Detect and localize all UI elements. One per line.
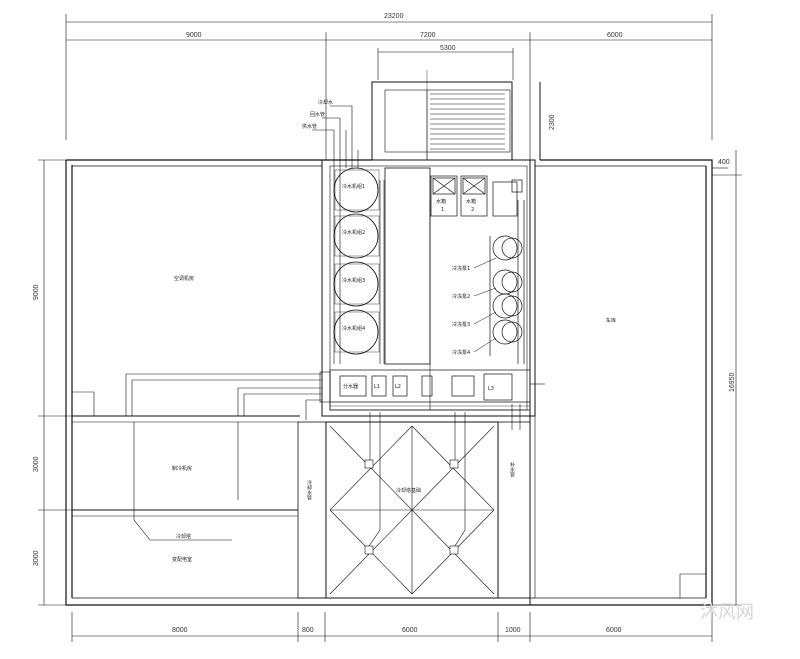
- building-outline: [65, 159, 713, 606]
- pump-label-2: 冷冻泵2: [452, 293, 470, 300]
- room-label-center-lower: 冷却塔基础: [396, 487, 421, 494]
- sub-label-2: L2: [395, 384, 401, 390]
- stair-core: [371, 70, 541, 161]
- interior-walls: [72, 160, 706, 605]
- tank-number-1: 1: [441, 207, 444, 213]
- watermark: 沐风网: [700, 602, 754, 623]
- dim-left-lower-2: 3000: [33, 550, 40, 566]
- leader-label-cooling-tower: 冷却塔: [176, 533, 191, 540]
- dim-stair-width: 5300: [440, 45, 456, 52]
- chiller-label-4: 冷水机组4: [342, 325, 365, 332]
- tank-label-1: 水箱: [436, 198, 446, 205]
- chiller-label-2: 冷水机组2: [342, 229, 365, 236]
- dim-bottom-4: 1000: [505, 627, 521, 634]
- sub-label-1: L1: [374, 384, 380, 390]
- room-label-lower-left-2: 变配电室: [172, 556, 192, 563]
- bottom-dimension-lines: [71, 612, 713, 642]
- room-label-upper-left: 空调机房: [174, 275, 194, 282]
- dim-right-height: 16950: [729, 372, 736, 392]
- vertical-label-left: 冷却水管: [306, 479, 312, 501]
- pipe-label-2: 回水管: [310, 111, 325, 118]
- dim-stair-depth: 2300: [549, 114, 556, 130]
- right-dimension-lines: [712, 150, 742, 606]
- cooling-tower-frame: [329, 425, 495, 595]
- top-dimension-lines: [65, 14, 713, 160]
- dim-top-2: 7200: [420, 32, 436, 39]
- dim-edge-mark: 400: [718, 159, 730, 166]
- dim-overall-width: 23200: [384, 13, 404, 20]
- pipe-label-1: 供水管: [302, 123, 317, 130]
- pump-label-1: 冷冻泵1: [452, 265, 470, 272]
- dim-bottom-3: 6000: [402, 627, 418, 634]
- dim-top-1: 9000: [186, 32, 202, 39]
- pump-label-3: 冷冻泵3: [452, 321, 470, 328]
- chiller-label-3: 冷水机组3: [342, 277, 365, 284]
- tank-number-2: 2: [471, 207, 474, 213]
- pump-label-4: 冷冻泵4: [452, 349, 470, 356]
- chiller-label-1: 冷水机组1: [342, 183, 365, 190]
- distribution-strip: [319, 369, 531, 411]
- dim-left-lower-1: 3000: [33, 456, 40, 472]
- chiller-risers: [312, 105, 385, 364]
- dim-left-height: 9000: [33, 284, 40, 300]
- pipe-label-3: 冷却水: [318, 99, 333, 106]
- dim-bottom-2: 800: [302, 627, 314, 634]
- pump-leaders: [473, 257, 497, 353]
- room-label-lower-left-1: 制冷机房: [172, 465, 192, 472]
- tank-boxes: [430, 175, 523, 217]
- distribution-label: 分水器: [343, 383, 358, 390]
- tank-label-2: 水箱: [466, 198, 476, 205]
- dim-bottom-5: 6000: [606, 627, 622, 634]
- cooling-pipes-down: [368, 412, 466, 547]
- pump-group: [489, 200, 525, 364]
- sub-label-3: L3: [488, 386, 494, 392]
- stair-treads: [430, 93, 505, 150]
- left-dimension-lines: [38, 159, 72, 606]
- dim-top-3: 6000: [607, 32, 623, 39]
- plant-room-frame: [321, 159, 536, 417]
- distribution-pipes: [125, 373, 545, 541]
- vertical-label-right: 补水管: [509, 461, 515, 478]
- dim-bottom-1: 8000: [172, 627, 188, 634]
- room-label-right: 车库: [606, 317, 616, 324]
